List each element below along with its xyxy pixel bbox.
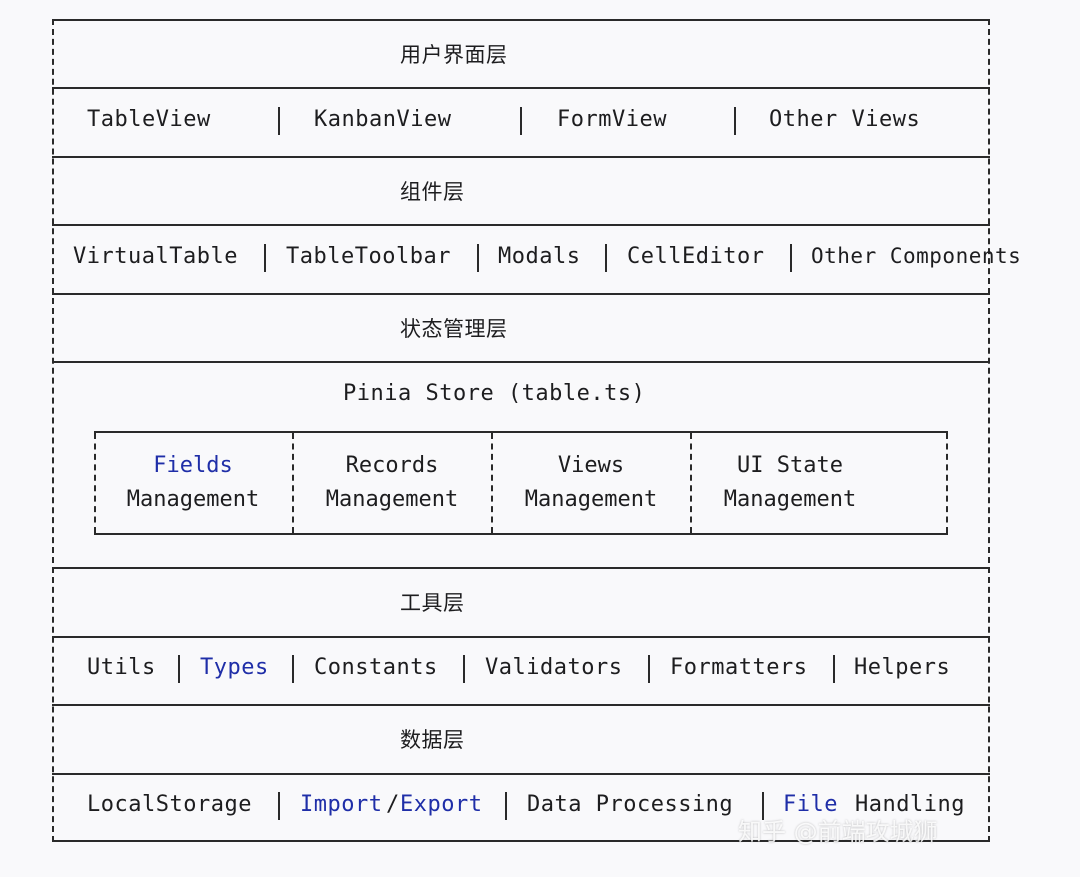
state-layer-title: 状态管理层	[400, 317, 508, 341]
module-label: Management	[723, 487, 857, 512]
divider	[52, 636, 990, 638]
ui-layer-title: 用户界面层	[400, 43, 508, 67]
module-fields: Fields Management	[94, 433, 292, 533]
separator	[278, 107, 280, 135]
item-tableview: TableView	[87, 107, 211, 132]
separator	[463, 655, 465, 683]
item-handling: Handling	[855, 792, 965, 817]
module-name: UI State	[737, 453, 843, 478]
separator	[505, 792, 507, 820]
module-name: Records	[345, 453, 439, 478]
module-ui-state: UI State Management	[691, 433, 889, 533]
border-bottom	[52, 840, 990, 842]
divider	[52, 773, 990, 775]
module-border	[690, 433, 692, 533]
tools-layer-title: 工具层	[400, 591, 465, 615]
divider	[52, 224, 990, 226]
module-records: Records Management	[293, 433, 491, 533]
divider	[52, 567, 990, 569]
item-import: Import	[300, 792, 383, 817]
divider	[52, 704, 990, 706]
watermark: 知乎 @前端攻城狮	[738, 818, 938, 846]
item-validators: Validators	[485, 655, 623, 680]
divider	[52, 361, 990, 363]
components-layer-title: 组件层	[400, 180, 465, 204]
item-utils: Utils	[87, 655, 156, 680]
item-virtualtable: VirtualTable	[73, 244, 238, 269]
border-left	[52, 19, 54, 842]
border-right	[988, 19, 990, 842]
separator	[734, 107, 736, 135]
module-label: Management	[325, 487, 459, 512]
item-tabletoolbar: TableToolbar	[286, 244, 451, 269]
item-other-views: Other Views	[769, 107, 921, 132]
module-label: Management	[524, 487, 658, 512]
item-helpers: Helpers	[854, 655, 951, 680]
separator	[605, 244, 607, 272]
module-views: Views Management	[492, 433, 690, 533]
item-formview: FormView	[557, 107, 667, 132]
item-types: Types	[200, 655, 269, 680]
divider	[52, 87, 990, 89]
separator	[790, 244, 792, 272]
data-layer-title: 数据层	[400, 728, 465, 752]
module-label: Management	[126, 487, 260, 512]
separator	[520, 107, 522, 135]
separator	[477, 244, 479, 272]
item-modals: Modals	[498, 244, 581, 269]
separator	[264, 244, 266, 272]
separator	[292, 655, 294, 683]
divider	[52, 293, 990, 295]
item-data-processing: Data Processing	[527, 792, 734, 817]
separator	[833, 655, 835, 683]
item-other-components: Other Components	[811, 244, 1022, 268]
module-border	[491, 433, 493, 533]
item-export: Export	[400, 792, 483, 817]
item-celleditor: CellEditor	[627, 244, 765, 269]
architecture-diagram: 用户界面层 TableView KanbanView FormView Othe…	[52, 19, 1021, 842]
module-border	[946, 433, 948, 533]
divider	[52, 156, 990, 158]
item-localstorage: LocalStorage	[87, 792, 252, 817]
store-modules: Fields Management Records Management Vie…	[94, 431, 948, 535]
module-name: Fields	[153, 453, 233, 478]
module-name: Views	[557, 453, 625, 478]
module-border	[94, 433, 96, 533]
separator	[762, 792, 764, 820]
item-constants: Constants	[314, 655, 438, 680]
separator	[178, 655, 180, 683]
separator	[278, 792, 280, 820]
separator	[648, 655, 650, 683]
store-title: Pinia Store (table.ts)	[343, 381, 646, 406]
item-formatters: Formatters	[670, 655, 808, 680]
border-top	[52, 19, 990, 21]
slash: /	[386, 792, 400, 817]
module-border	[292, 433, 294, 533]
item-file: File	[783, 792, 838, 817]
item-kanbanview: KanbanView	[314, 107, 452, 132]
